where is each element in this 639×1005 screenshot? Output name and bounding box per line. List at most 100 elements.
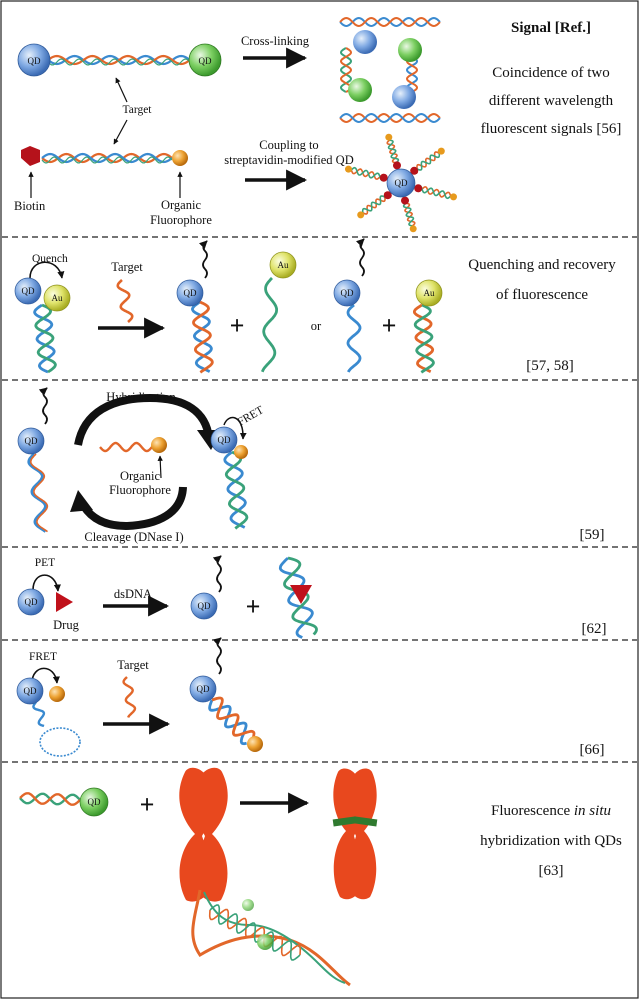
qd-label: QD: [218, 435, 231, 445]
dna-backbone: [283, 556, 318, 636]
qd-label: QD: [24, 686, 37, 696]
chromosomal-dna-fiber: [191, 889, 351, 987]
biotin-hexagon: [21, 146, 40, 166]
panel-hybridization: QD Hybridization Organic Fluorophore Cle…: [17, 387, 605, 544]
dna-backbone: [208, 699, 248, 746]
plus-sign: +: [140, 790, 155, 819]
qd-green: [79, 787, 109, 817]
signal-text-3: fluorescent signals [56]: [481, 121, 622, 137]
gold-nanoparticle: [415, 279, 443, 307]
pet-label: PET: [35, 557, 55, 569]
biotin-node: [383, 191, 392, 200]
fret-label: FRET: [236, 404, 266, 428]
dna-strand: [32, 701, 46, 728]
biotin-node: [379, 173, 388, 182]
hairpin-probe: [32, 701, 81, 757]
dna-probe-strand: [19, 792, 81, 806]
signal-text-italic: in situ: [574, 803, 611, 819]
organic-fluorophore-dot: [247, 736, 263, 752]
intercalated-drug: [290, 585, 312, 604]
organic-fluorophore-dot: [49, 686, 65, 702]
panel-pet: PET QD Drug dsDNA QD + [62]: [17, 555, 607, 639]
qd-blue-left: [17, 43, 51, 77]
biotin-node: [414, 184, 423, 193]
chromosome-right: [332, 768, 378, 900]
qd-sphere: [348, 78, 372, 102]
reference: [62]: [582, 621, 607, 637]
quench-label: Quench: [32, 253, 68, 265]
cleavage-label: Cleavage (DNase I): [84, 530, 183, 544]
plus-sign: +: [246, 592, 261, 621]
qd-label: QD: [25, 436, 38, 446]
fluorophore-strand: [99, 441, 153, 453]
dna-strand: [99, 441, 153, 453]
qd-sphere: [353, 30, 377, 54]
plus-sign: +: [382, 311, 397, 340]
dna-backbone: [339, 112, 441, 124]
qd-blue: [333, 279, 361, 307]
emission-squiggle: [38, 387, 48, 425]
reference: [57, 58]: [526, 358, 574, 374]
fluorophore-label: Fluorophore: [150, 213, 212, 227]
qd-label: QD: [198, 601, 211, 611]
biotin-node: [410, 166, 419, 175]
dna-backbone: [41, 152, 173, 164]
qd-sphere: [398, 38, 422, 62]
qd-blue: [210, 426, 238, 454]
qd-green-right: [188, 43, 222, 77]
gold-nanoparticle: [43, 284, 71, 312]
dna-fiber: [191, 889, 351, 987]
fluorophore-tip: [345, 165, 352, 173]
dna-helix-fret: [223, 450, 249, 530]
target-arrow-up: [115, 77, 128, 103]
qd-label: QD: [25, 597, 38, 607]
qd-green-small: [257, 934, 273, 950]
target-label: Target: [123, 104, 153, 116]
fret-arrow: [223, 416, 247, 440]
dna-backbone: [191, 300, 213, 373]
dna-helix: [33, 303, 57, 374]
arrow-head: [70, 490, 93, 512]
biotin-node: [393, 161, 401, 170]
reference: [59]: [580, 527, 605, 543]
dna-backbone: [33, 303, 56, 374]
target-label: Target: [111, 260, 143, 274]
plus-sign: +: [230, 311, 245, 340]
dna-backbone: [34, 303, 57, 374]
fluorophore-label: Fluorophore: [109, 483, 171, 497]
dna-backbone: [19, 792, 81, 806]
organic-fluorophore-dot: [151, 437, 167, 453]
qd-band: [353, 816, 378, 827]
reference: [63]: [539, 863, 564, 879]
fluorophore-tip: [450, 193, 457, 201]
qd-band: [332, 816, 357, 827]
signal-text-plain: Fluorescence: [491, 803, 574, 819]
dna-backbone: [413, 303, 435, 373]
crosslinked-qd-network: [339, 16, 441, 124]
dna-fiber: [203, 891, 346, 984]
dsdna-helix: [278, 556, 318, 639]
panel-fish: QD + Fluorescence in situ hybridization …: [19, 767, 622, 987]
dna-strand-top: [47, 54, 191, 66]
qd-blue: [16, 677, 44, 705]
dna-backbone: [413, 303, 435, 374]
coupling-label-1: Coupling to: [259, 138, 318, 152]
dna-strand: [116, 279, 134, 323]
dna-strand: [261, 277, 278, 373]
qd-label: QD: [395, 178, 408, 188]
qd-center: [386, 168, 416, 198]
dna-backbone: [224, 450, 249, 530]
dna-backbone: [192, 300, 214, 374]
organic-fluorophore-dot: [172, 150, 188, 166]
qd-sphere: [392, 85, 416, 109]
target-label: Target: [117, 658, 149, 672]
qd-label: QD: [88, 797, 101, 807]
panel-hairpin: FRET QD Target QD [66]: [16, 637, 605, 758]
dna-helix-hybrid: [191, 300, 214, 374]
signal-ref-heading: Signal [Ref.]: [511, 20, 591, 36]
dna-backbone: [339, 16, 441, 28]
dna-backbone: [209, 904, 301, 961]
